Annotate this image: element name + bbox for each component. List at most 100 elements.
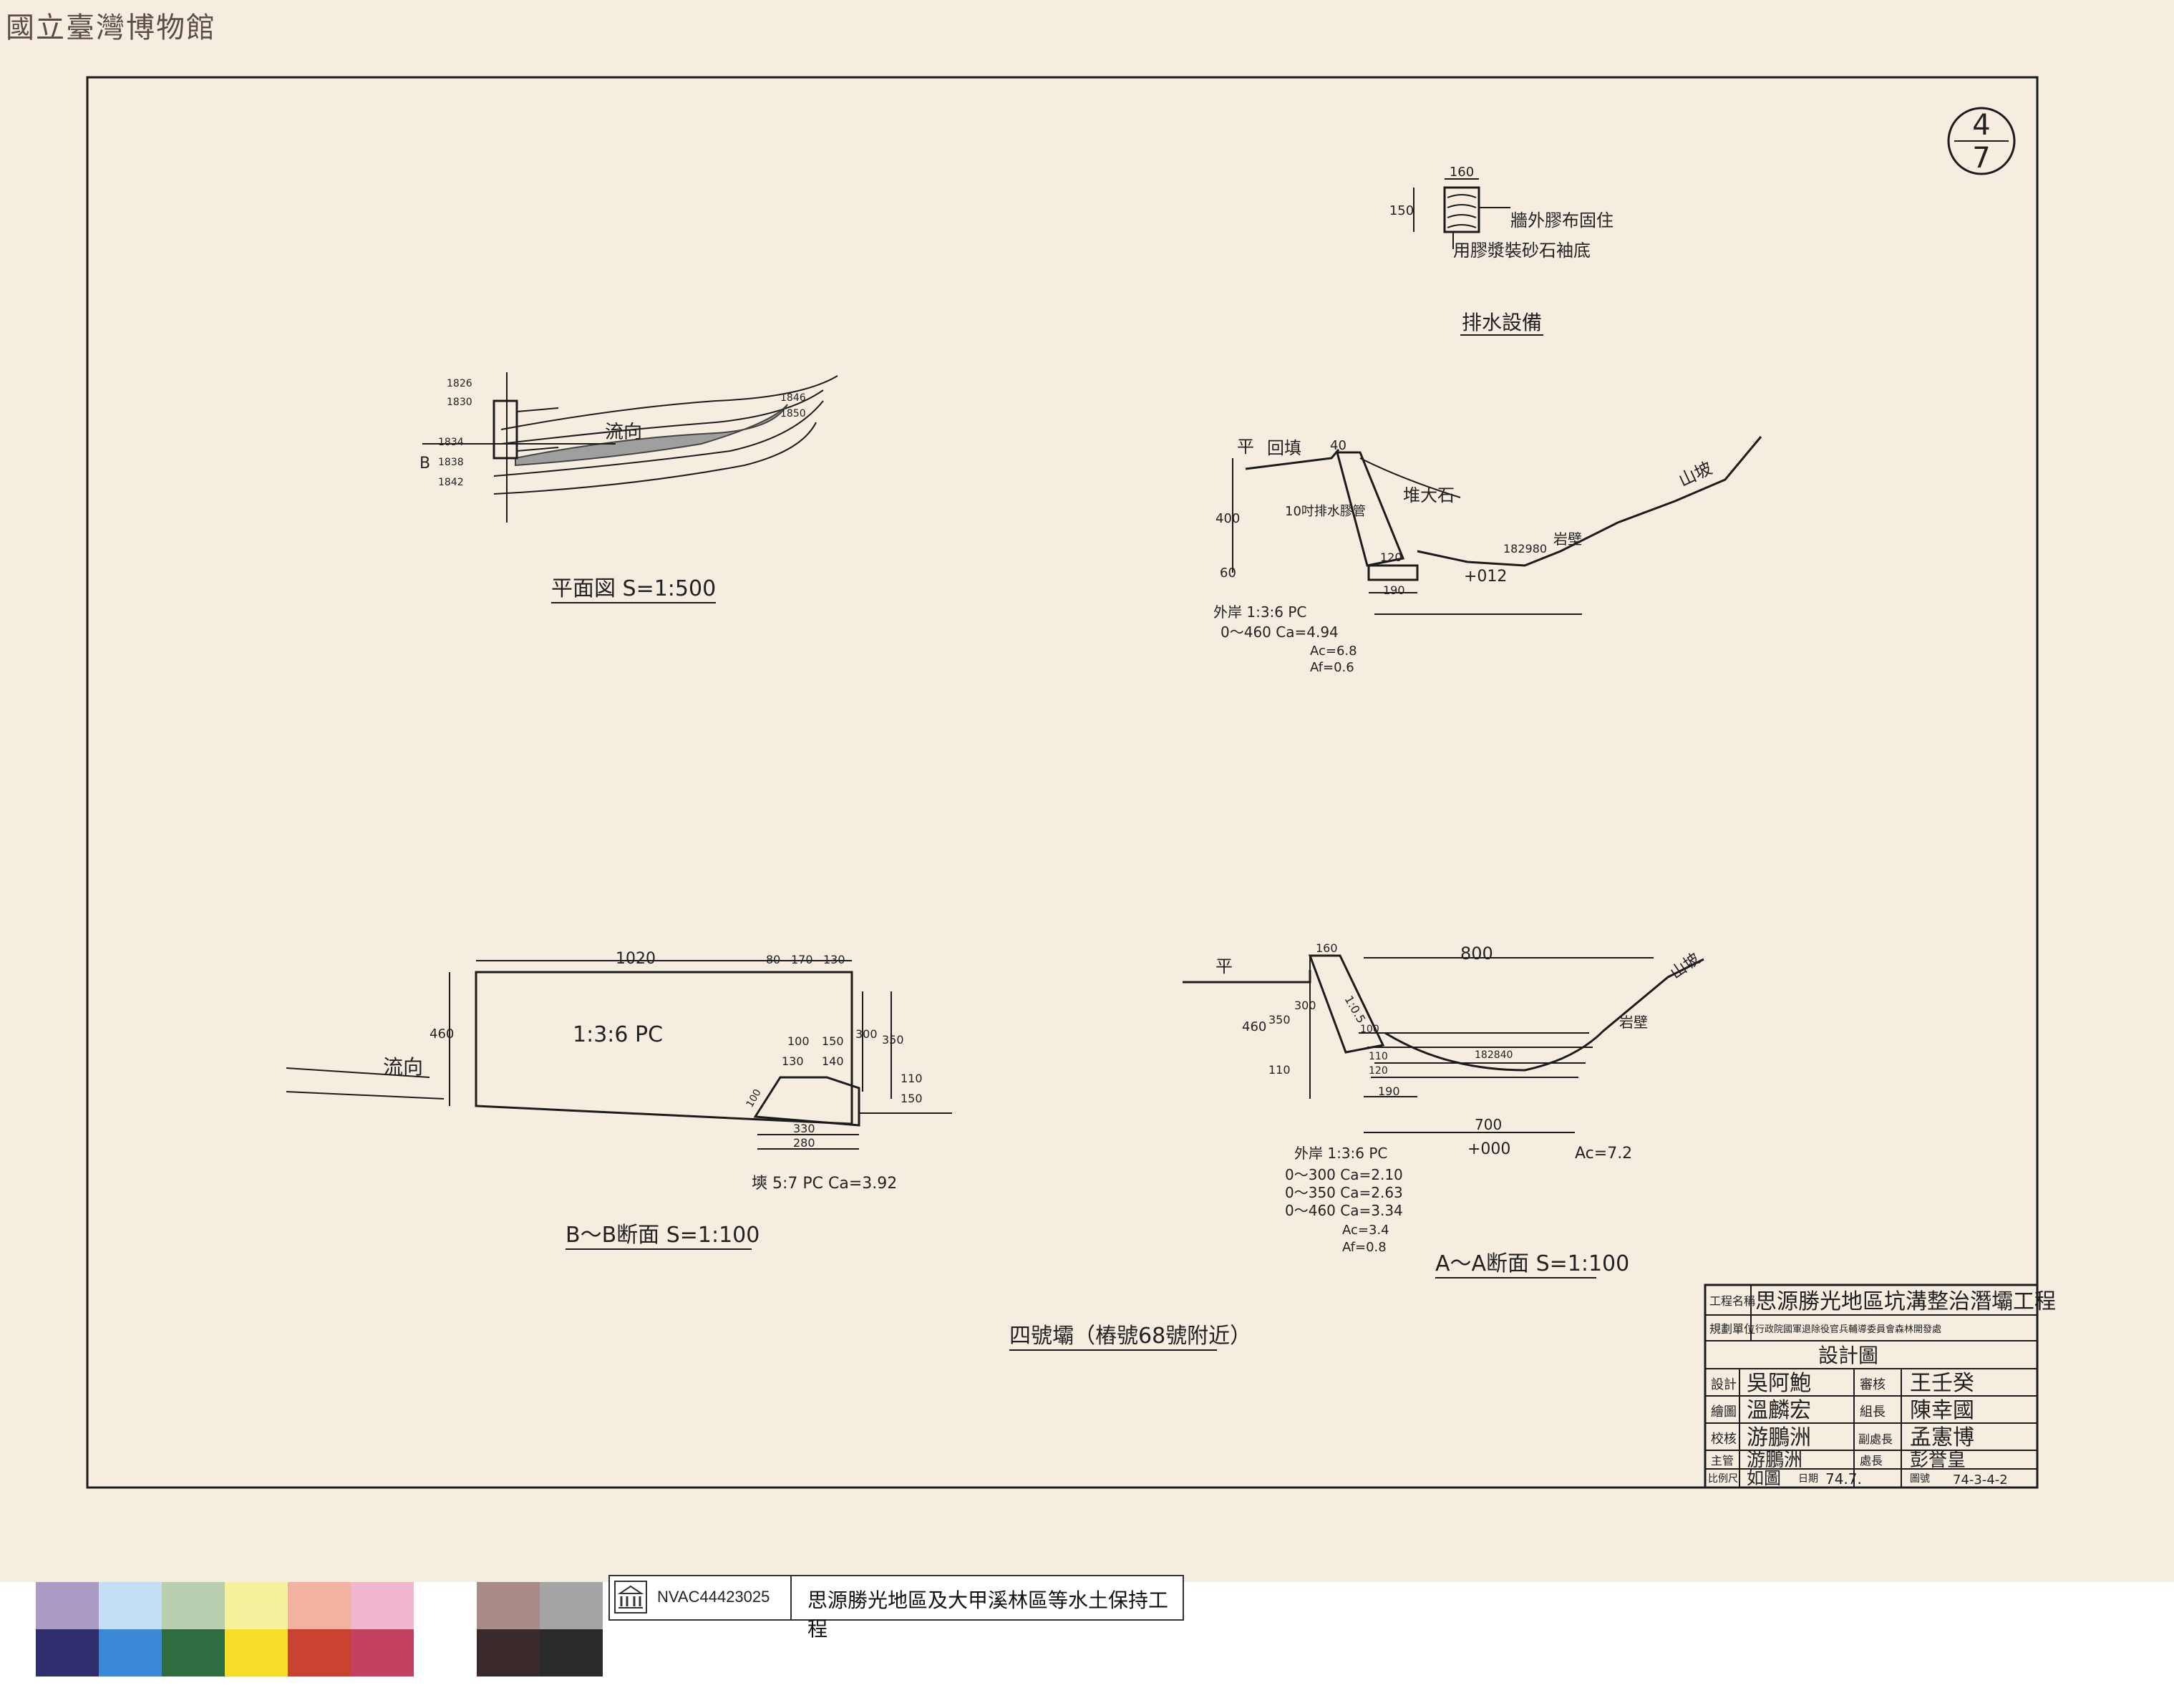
bb-base-1: 330 [793,1122,815,1135]
upper-flat: 平 [1237,437,1254,457]
aa-title: A～A断面 S=1:100 [1435,1251,1629,1276]
plan-contour-1: 1826 [447,378,472,389]
bb-dim-top-2: 170 [791,953,813,966]
plan-contour-6: 1846 [780,392,806,404]
museum-watermark: 國立臺灣博物館 [6,11,216,44]
aa-mountain: 山坡 [1667,950,1703,983]
aa-step-2: 110 [1369,1051,1388,1062]
bb-apron-dim-1: 100 [787,1034,810,1048]
aa-flat: 平 [1215,956,1233,976]
tb-design-name: 吳阿鮑 [1747,1371,1811,1396]
aa-section: 平 160 1:0.5 800 100 110 120 山坡 岩壁 182840… [1183,941,1704,1278]
bb-height-left: 460 [430,1027,454,1042]
bb-apron-note: 塽 5:7 PC Ca=3.92 [752,1175,897,1193]
aa-note-6: Af=0.8 [1342,1240,1387,1255]
catalog-label: NVAC44423025 思源勝光地區及大甲溪林區等水土保持工程 [608,1575,1184,1641]
drainage-height: 150 [1389,203,1414,218]
plan-title: 平面図 S=1:500 [551,576,716,601]
tb-deputy-name: 孟憲博 [1910,1425,1974,1450]
bb-apron-dim-2: 150 [822,1034,844,1048]
color-swatch-top-3 [162,1582,225,1629]
aa-h2: 350 [1268,1013,1291,1027]
drainage-detail: 160 150 牆外膠布固住 用膠漿裝砂石袖底 排水設備 [1389,165,1613,336]
upper-note-3: Ac=6.8 [1310,644,1357,659]
aa-note-2: 0～300 Ca=2.10 [1285,1166,1403,1183]
drawing-sheet [0,0,2174,1582]
tb-review-label: 審核 [1860,1377,1886,1392]
upper-rockwall: 岩壁 [1553,530,1582,548]
bb-dim-right-3: 110 [901,1072,923,1085]
aa-note-3: 0～350 Ca=2.63 [1285,1184,1403,1201]
plan-section-b: B [419,455,430,472]
museum-building-icon [614,1581,647,1614]
color-swatch-top-1 [36,1582,99,1629]
color-swatch-bottom-3 [162,1629,225,1677]
color-swatch-bottom-9 [540,1629,603,1677]
tb-director-label: 處長 [1860,1454,1883,1467]
aa-slope: 1:0.5 [1342,994,1369,1026]
upper-boulder: 堆大石 [1403,485,1455,505]
bb-title: B～B断面 S=1:100 [566,1223,760,1248]
aa-station: +000 [1467,1140,1510,1158]
aa-note-5: Ac=3.4 [1342,1223,1389,1238]
tb-check-label: 校核 [1711,1432,1737,1447]
upper-drain-pipe: 10吋排水膠管 [1285,504,1366,519]
catalog-title: 思源勝光地區及大甲溪林區等水土保持工程 [807,1588,1169,1641]
color-swatch-bottom-7 [414,1629,477,1677]
tb-number-value: 74-3-4-2 [1953,1472,2008,1488]
sheet-number: 4 7 [1947,107,2016,175]
tb-chief-name: 陳幸國 [1910,1398,1974,1423]
plan-flow-label: 流向 [605,422,642,443]
color-swatch-bottom-5 [288,1629,351,1677]
tb-plan-unit-label: 規劃單位 [1709,1322,1755,1336]
bb-section: 1020 80 170 130 460 1:3:6 PC 流向 300 350 … [286,950,952,1250]
aa-ac: Ac=7.2 [1575,1145,1632,1163]
plan-contour-4: 1838 [438,457,464,468]
aa-note-1: 外岸 1:3:6 PC [1294,1145,1387,1162]
aa-note-4: 0～460 Ca=3.34 [1285,1202,1403,1219]
tb-draw-name: 溫麟宏 [1747,1398,1811,1423]
color-swatch-top-6 [351,1582,414,1629]
bb-length: 1020 [616,950,656,968]
color-swatch-bottom-8 [477,1629,540,1677]
color-swatch-bottom-6 [351,1629,414,1677]
dam-caption: 四號壩（樁號68號附近） [1009,1324,1251,1349]
plan-contour-5: 1842 [438,477,464,488]
drainage-title: 排水設備 [1462,311,1542,334]
tb-design-label: 設計 [1711,1377,1737,1392]
tb-chief-label: 組長 [1860,1404,1886,1420]
tb-review-name: 王壬癸 [1910,1371,1974,1396]
tb-number-label: 圖號 [1910,1473,1930,1485]
tb-deputy-label: 副處長 [1858,1432,1893,1446]
upper-elevation: 182980 [1503,542,1547,555]
aa-step-3: 120 [1369,1065,1388,1077]
tb-plan-unit: 行政院國軍退除役官兵輔導委員會森林開發處 [1755,1324,1941,1335]
bb-apron-dim-4: 140 [822,1054,844,1068]
tb-draw-label: 繪圖 [1711,1404,1737,1420]
tb-manager-label: 主管 [1711,1454,1734,1467]
aa-elevation: 182840 [1475,1049,1513,1061]
sheet-number-top: 4 [1972,109,1990,142]
tb-director-name: 彭誉皇 [1910,1450,1966,1471]
color-swatch-bottom-4 [225,1629,288,1677]
bb-base-2: 280 [793,1136,815,1150]
aa-length: 800 [1460,943,1493,964]
plan-contour-2: 1830 [447,397,472,408]
tb-date-value: 74.7. [1825,1470,1862,1488]
tb-date-label: 日期 [1798,1473,1818,1485]
tb-drawing-type: 設計圖 [1818,1344,1878,1367]
sheet-number-bottom: 7 [1972,142,1990,175]
bb-flow: 流向 [383,1055,423,1079]
upper-base-top: 120 [1380,550,1402,564]
color-swatch-top-8 [477,1582,540,1629]
color-swatch-top-4 [225,1582,288,1629]
drainage-note-bottom: 用膠漿裝砂石袖底 [1453,241,1591,261]
plan-contour-3: 1834 [438,437,464,448]
tb-scale-label: 比例尺 [1708,1473,1738,1485]
color-swatch-bottom-2 [99,1629,162,1677]
color-swatch-top-2 [99,1582,162,1629]
engineering-drawing: 4 7 160 150 牆外膠布固住 用膠漿裝砂石袖底 排水設備 流向 B 18… [86,76,2056,1489]
aa-crest: 160 [1316,941,1338,955]
upper-note-4: Af=0.6 [1310,660,1354,675]
bb-dim-top-3: 130 [823,953,845,966]
